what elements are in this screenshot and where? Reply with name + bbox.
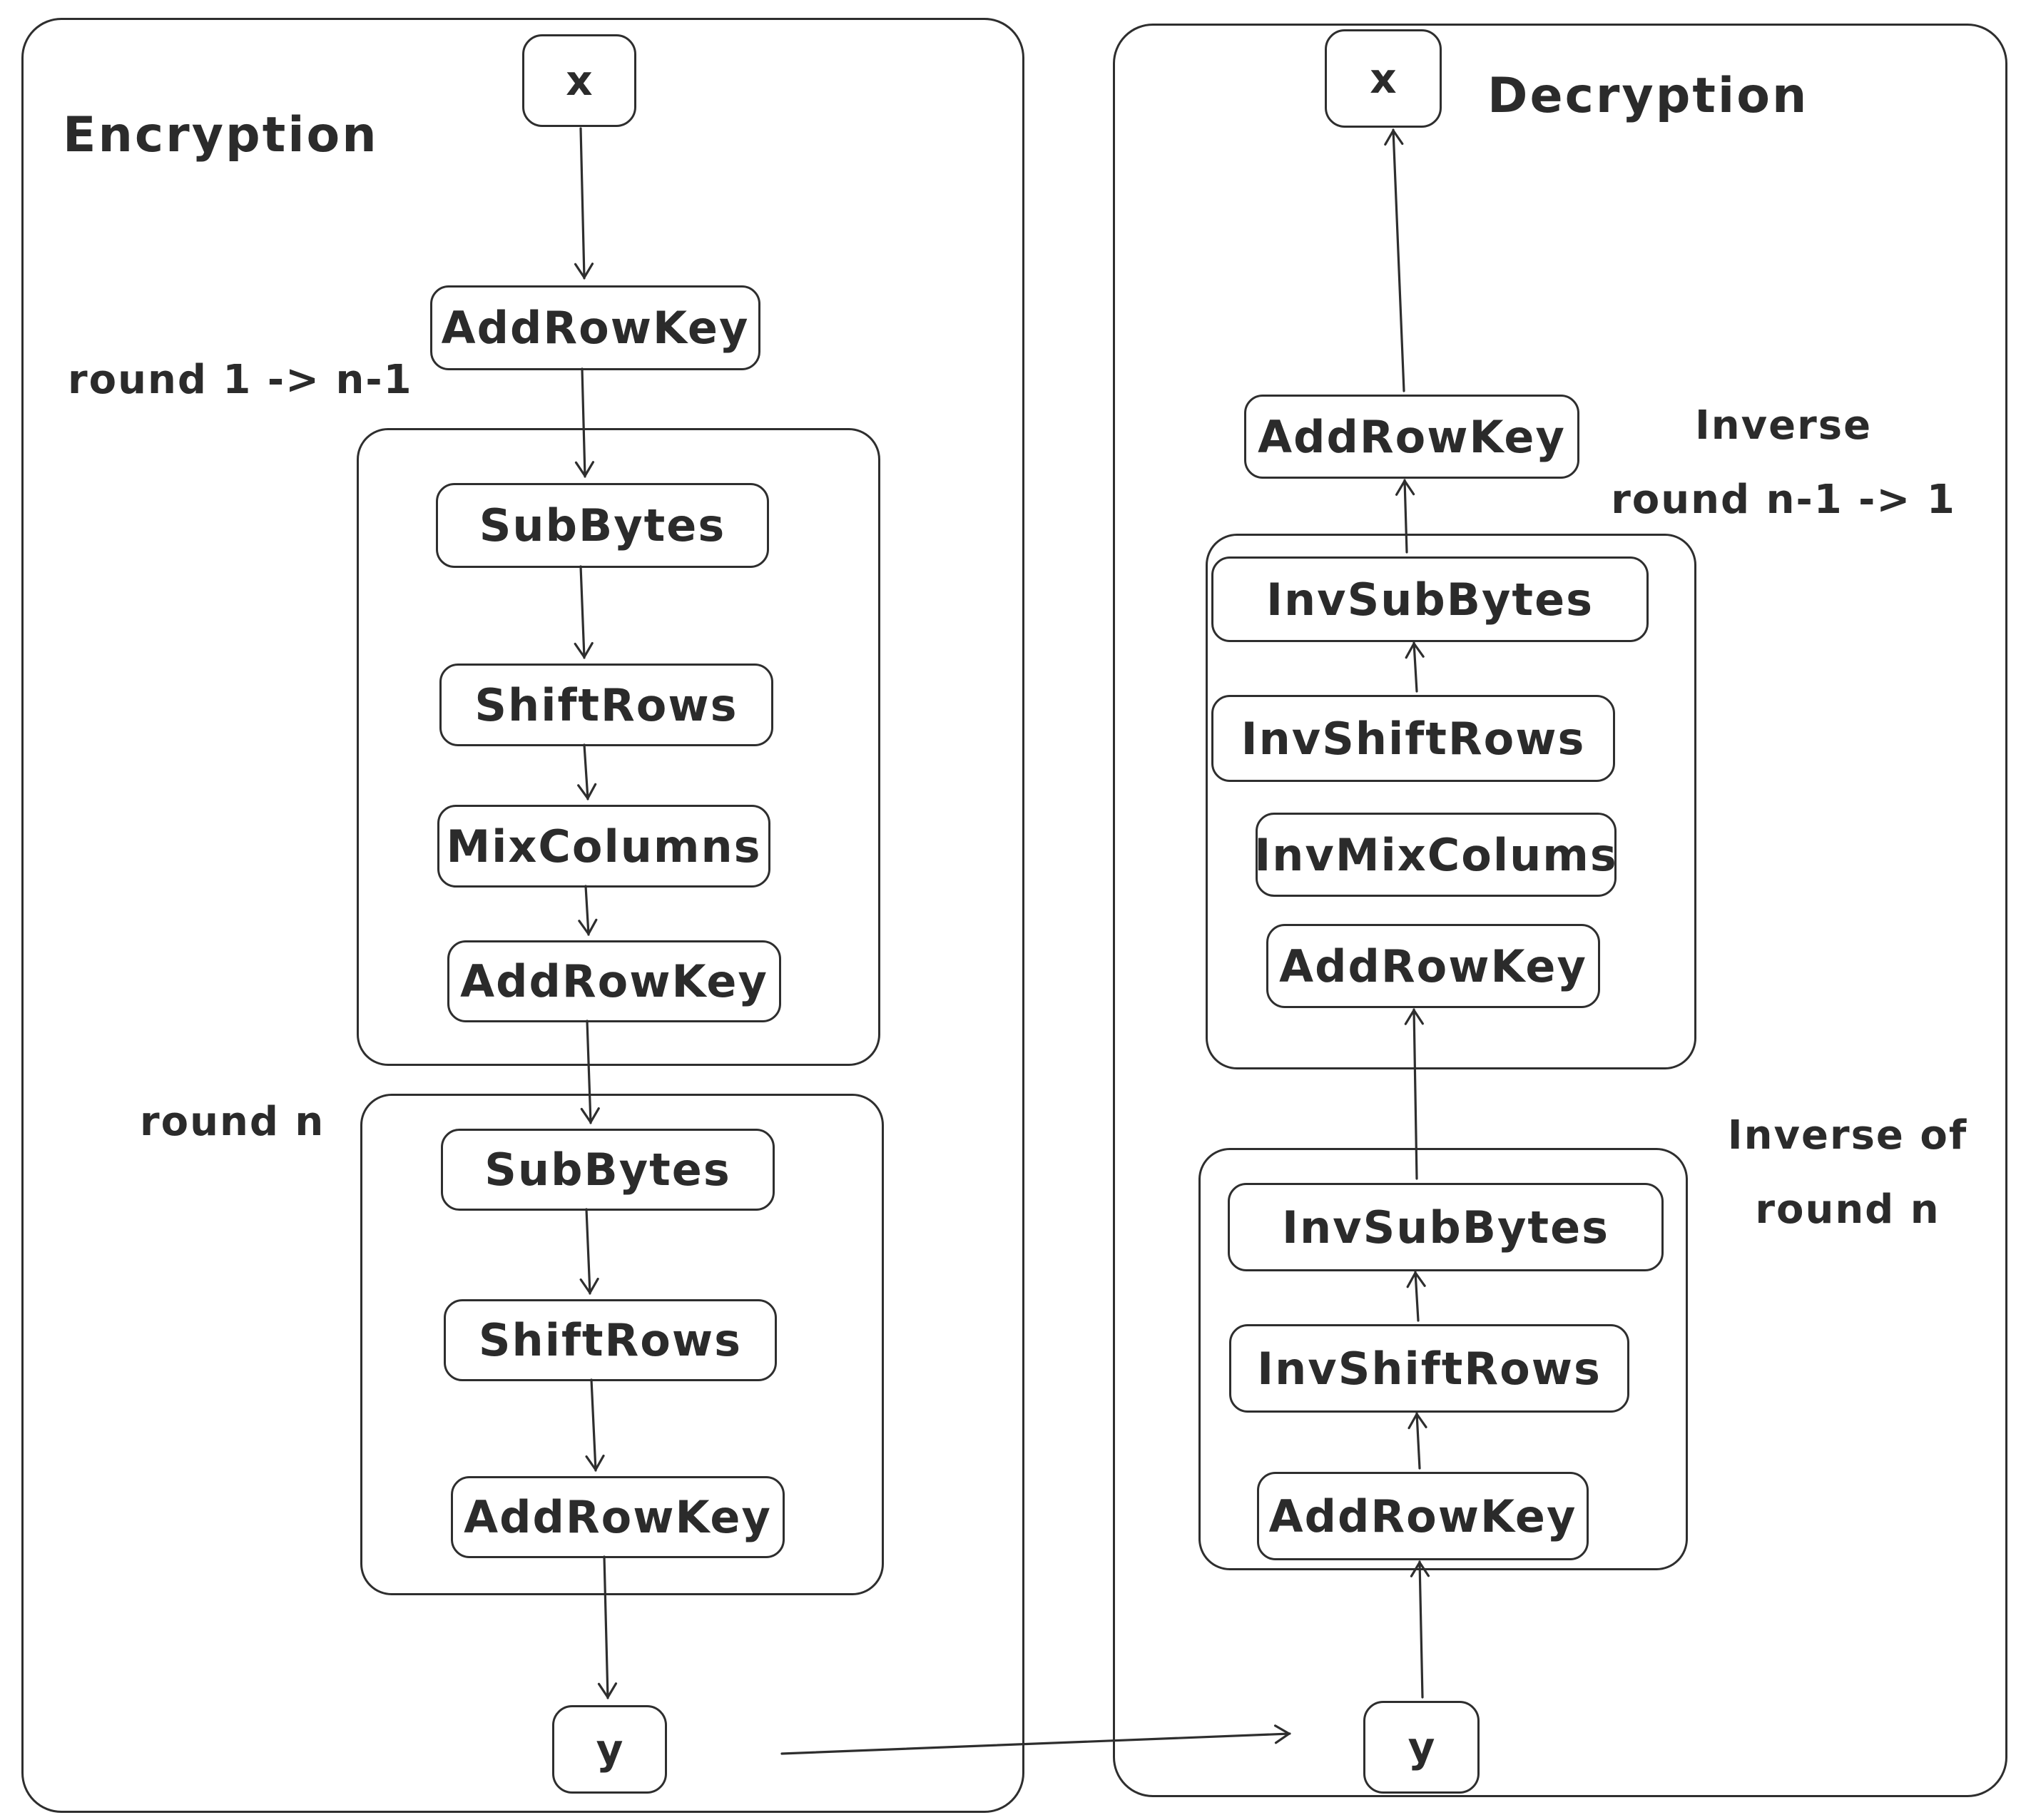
dec-invshiftrows-label: InvShiftRows: [1241, 712, 1586, 765]
encryption-panel: [21, 18, 1024, 1813]
enc-shiftrows-label: ShiftRows: [474, 678, 738, 731]
enc-mixcolumns-node: MixColumns: [437, 805, 770, 888]
dec-inverse-roundn-label-line1: Inverse of: [1727, 1112, 1968, 1159]
enc-addrowkey-final-node: AddRowKey: [451, 1476, 785, 1558]
dec-addrowkey-mid-label: AddRowKey: [1279, 940, 1587, 992]
dec-addrowkey-top-label: AddRowKey: [1258, 410, 1566, 463]
enc-output-y-node: y: [552, 1705, 667, 1794]
enc-shiftrows-node: ShiftRows: [439, 664, 773, 746]
decryption-panel: [1113, 24, 2007, 1797]
dec-addrowkey-bot-label: AddRowKey: [1268, 1490, 1577, 1542]
dec-invshiftrows-final-label: InvShiftRows: [1257, 1342, 1602, 1395]
enc-subbytes-final-label: SubBytes: [484, 1144, 731, 1196]
dec-output-x-label: x: [1370, 54, 1397, 103]
enc-addrowkey-initial-node: AddRowKey: [430, 285, 760, 370]
enc-addrowkey-round1-label: AddRowKey: [460, 955, 768, 1007]
dec-addrowkey-mid-node: AddRowKey: [1266, 924, 1600, 1008]
dec-inverse-rounds-group: [1206, 534, 1696, 1069]
enc-subbytes-node: SubBytes: [436, 483, 769, 568]
enc-subbytes-final-node: SubBytes: [441, 1129, 775, 1211]
dec-inverse-roundn-label: Inverse of round n: [1698, 1099, 1997, 1246]
dec-addrowkey-bot-node: AddRowKey: [1257, 1472, 1589, 1560]
dec-addrowkey-top-node: AddRowKey: [1244, 395, 1579, 479]
enc-addrowkey-final-label: AddRowKey: [464, 1491, 772, 1543]
dec-inverse-roundn-label-line2: round n: [1755, 1186, 1940, 1233]
enc-round1-group: [357, 428, 880, 1066]
dec-invsubbytes-label: InvSubBytes: [1266, 573, 1594, 626]
enc-subbytes-label: SubBytes: [479, 499, 726, 551]
dec-invmixcolums-label: InvMixColums: [1254, 828, 1618, 881]
dec-invmixcolums-node: InvMixColums: [1254, 813, 1618, 897]
dec-inverse-rounds-label: Inverse round n-1 -> 1: [1591, 389, 1976, 537]
enc-roundn-group: [360, 1094, 884, 1595]
encryption-title: Encryption: [63, 107, 379, 163]
enc-shiftrows-final-node: ShiftRows: [444, 1299, 777, 1381]
enc-roundn-label: round n: [140, 1099, 325, 1145]
enc-shiftrows-final-label: ShiftRows: [478, 1314, 743, 1366]
dec-invsubbytes-node: InvSubBytes: [1211, 556, 1649, 642]
enc-input-x-label: x: [566, 56, 593, 105]
enc-mixcolumns-label: MixColumns: [446, 820, 762, 873]
enc-input-x-node: x: [522, 34, 636, 127]
dec-invshiftrows-node: InvShiftRows: [1211, 695, 1615, 782]
decryption-title: Decryption: [1487, 68, 1809, 124]
dec-invshiftrows-final-node: InvShiftRows: [1229, 1324, 1629, 1413]
dec-invsubbytes-final-node: InvSubBytes: [1228, 1183, 1664, 1271]
dec-inverse-rounds-label-line1: Inverse: [1694, 402, 1873, 449]
dec-output-x-node: x: [1325, 29, 1442, 128]
dec-input-y-label: y: [1407, 1723, 1435, 1771]
dec-inverse-roundn-group: [1198, 1148, 1688, 1570]
dec-invsubbytes-final-label: InvSubBytes: [1281, 1201, 1610, 1254]
dec-inverse-rounds-label-line2: round n-1 -> 1: [1611, 476, 1956, 523]
enc-addrowkey-round1-node: AddRowKey: [447, 940, 781, 1022]
enc-output-y-label: y: [596, 1725, 623, 1774]
dec-input-y-node: y: [1363, 1701, 1480, 1794]
enc-addrowkey-initial-label: AddRowKey: [441, 302, 750, 354]
enc-round1-label: round 1 -> n-1: [68, 357, 413, 403]
